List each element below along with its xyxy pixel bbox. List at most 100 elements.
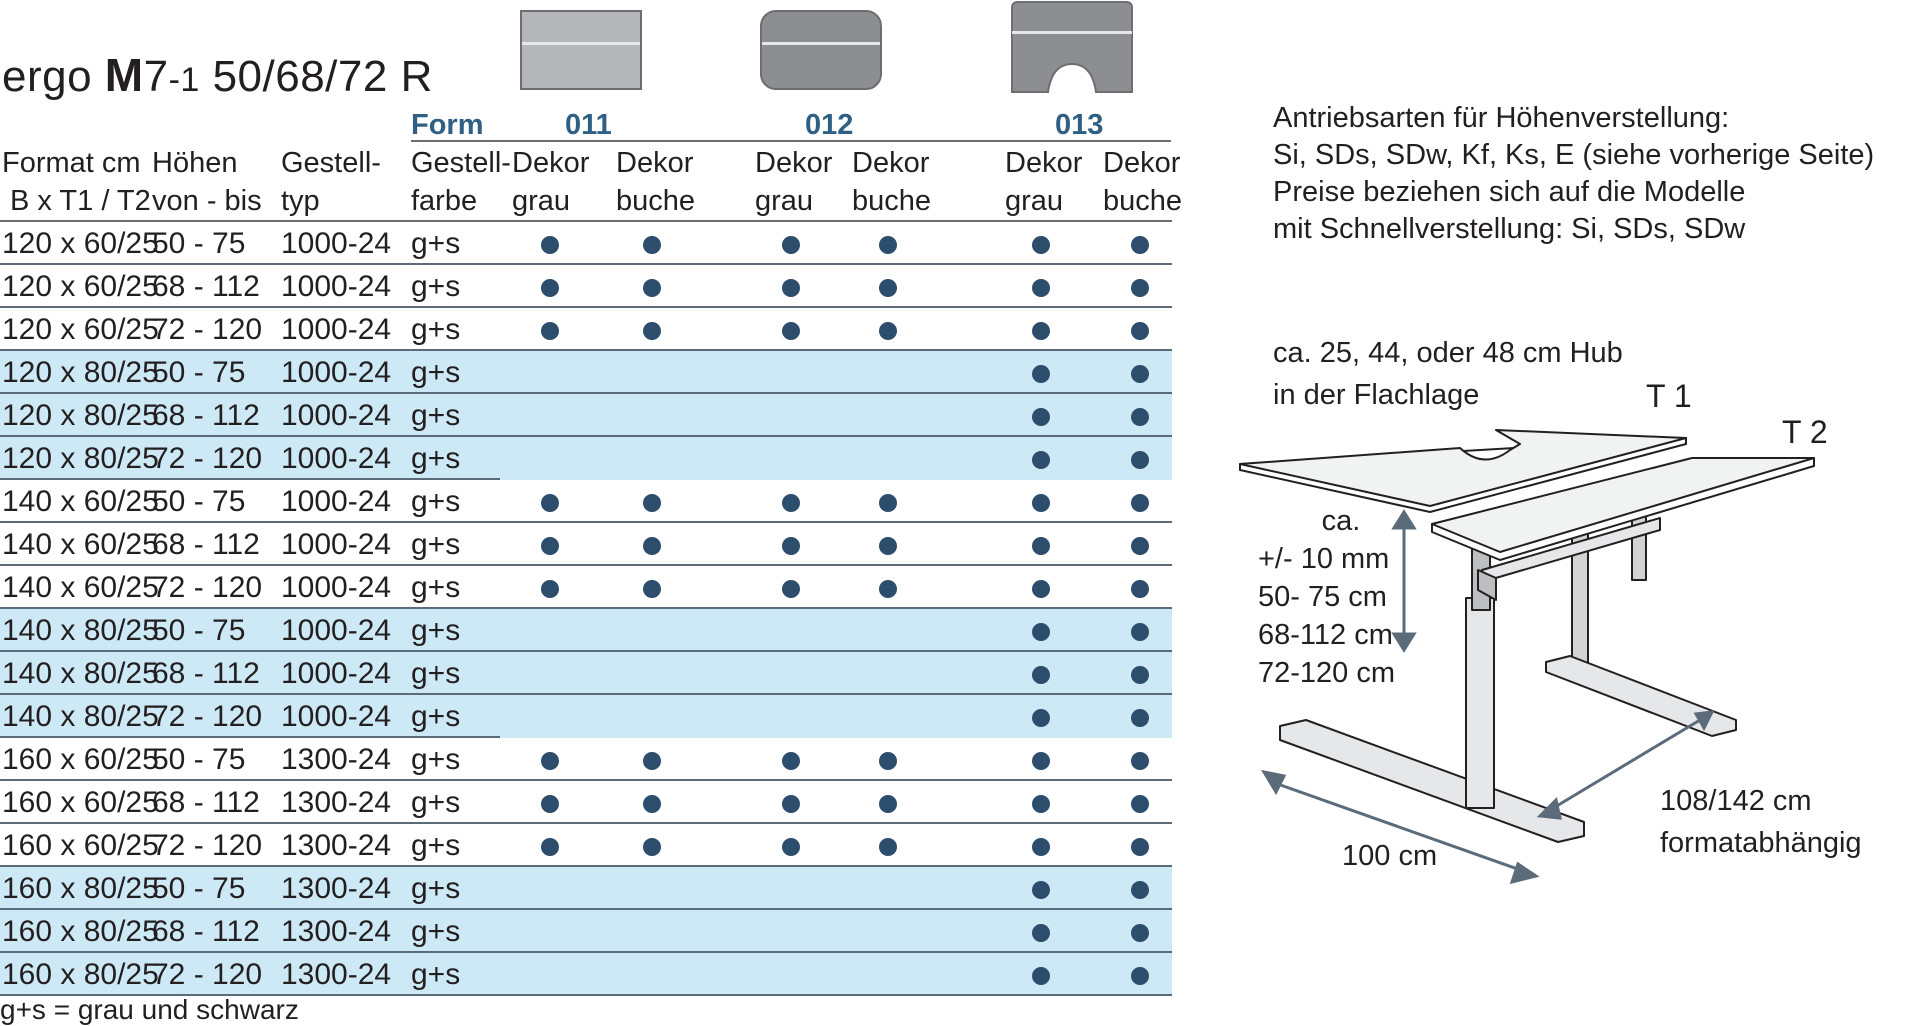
form-012-shape-icon: [760, 10, 882, 90]
available-dot-icon: [879, 236, 897, 254]
available-dot-icon: [1131, 881, 1149, 899]
cell-gestelltyp: 1000-24: [281, 700, 392, 733]
available-dot-icon: [879, 279, 897, 297]
cell-hoehen: 72 - 120: [152, 700, 263, 733]
row-background: [0, 609, 1172, 652]
cell-gestellfarbe: g+s: [411, 227, 461, 260]
available-dot-icon: [782, 752, 800, 770]
row-background: [0, 652, 1172, 695]
cell-format: 160 x 60/25: [2, 743, 159, 776]
col-dekor-header: Dekor grau: [1005, 147, 1083, 217]
cell-hoehen: 68 - 112: [152, 786, 260, 819]
available-dot-icon: [1131, 709, 1149, 727]
cell-hoehen: 50 - 75: [152, 485, 246, 518]
available-dot-icon: [541, 322, 559, 340]
height-label: ca. +/- 10 mm 50- 75 cm 68-112 cm 72-120…: [1258, 505, 1396, 689]
cell-hoehen: 72 - 120: [152, 571, 263, 604]
row-rule: [0, 650, 1172, 652]
row-background: [0, 351, 1172, 394]
available-dot-icon: [643, 752, 661, 770]
form-code-011: 011: [565, 109, 612, 141]
available-dot-icon: [643, 322, 661, 340]
row-rule: [0, 736, 500, 738]
available-dot-icon: [1032, 838, 1050, 856]
col-dekor-header: Dekor grau: [755, 147, 833, 217]
hub-label: ca. 25, 44, oder 48 cm Hub in der Flachl…: [1273, 337, 1623, 411]
row-rule: [0, 908, 1172, 910]
row-background: [0, 695, 1172, 738]
row-background: [0, 437, 1172, 480]
cell-hoehen: 50 - 75: [152, 356, 246, 389]
available-dot-icon: [879, 322, 897, 340]
cell-hoehen: 50 - 75: [152, 227, 246, 260]
cell-gestellfarbe: g+s: [411, 313, 461, 346]
row-rule: [0, 994, 1172, 996]
cell-hoehen: 72 - 120: [152, 442, 263, 475]
available-dot-icon: [782, 279, 800, 297]
col-dekor-header: Dekor buche: [1103, 147, 1183, 217]
available-dot-icon: [1032, 623, 1050, 641]
available-dot-icon: [1032, 967, 1050, 985]
cell-gestelltyp: 1300-24: [281, 915, 392, 948]
row-rule: [0, 263, 1172, 265]
available-dot-icon: [1032, 881, 1050, 899]
available-dot-icon: [541, 236, 559, 254]
cell-format: 120 x 80/25: [2, 442, 159, 475]
available-dot-icon: [1131, 451, 1149, 469]
cell-gestellfarbe: g+s: [411, 528, 461, 561]
row-rule: [0, 779, 1172, 781]
t2-label: T 2: [1782, 414, 1828, 450]
cell-format: 120 x 80/25: [2, 399, 159, 432]
footnote: g+s = grau und schwarz: [0, 994, 299, 1025]
cell-format: 120 x 60/25: [2, 227, 159, 260]
cell-gestellfarbe: g+s: [411, 270, 461, 303]
available-dot-icon: [541, 838, 559, 856]
drive-info: Antriebsarten für Höhenverstellung: Si, …: [1273, 102, 1875, 245]
cell-format: 160 x 60/25: [2, 829, 159, 862]
width-label: 100 cm: [1342, 840, 1438, 872]
available-dot-icon: [541, 580, 559, 598]
available-dot-icon: [1131, 580, 1149, 598]
cell-gestelltyp: 1300-24: [281, 872, 392, 905]
cell-format: 120 x 60/25: [2, 313, 159, 346]
available-dot-icon: [643, 537, 661, 555]
cell-gestellfarbe: g+s: [411, 485, 461, 518]
cell-gestellfarbe: g+s: [411, 743, 461, 776]
cell-gestelltyp: 1000-24: [281, 528, 392, 561]
available-dot-icon: [1032, 236, 1050, 254]
available-dot-icon: [782, 236, 800, 254]
available-dot-icon: [1131, 666, 1149, 684]
cell-gestellfarbe: g+s: [411, 829, 461, 862]
available-dot-icon: [1032, 279, 1050, 297]
row-rule: [0, 478, 500, 480]
cell-hoehen: 68 - 112: [152, 915, 260, 948]
header-divider: [411, 140, 1171, 142]
available-dot-icon: [1131, 838, 1149, 856]
cell-gestelltyp: 1000-24: [281, 356, 392, 389]
available-dot-icon: [1131, 408, 1149, 426]
cell-gestelltyp: 1000-24: [281, 614, 392, 647]
available-dot-icon: [1032, 451, 1050, 469]
available-dot-icon: [879, 494, 897, 512]
available-dot-icon: [1032, 924, 1050, 942]
available-dot-icon: [782, 795, 800, 813]
available-dot-icon: [1032, 709, 1050, 727]
cell-gestelltyp: 1000-24: [281, 485, 392, 518]
cell-gestellfarbe: g+s: [411, 356, 461, 389]
row-rule: [0, 693, 1172, 695]
cell-format: 160 x 60/25: [2, 786, 159, 819]
cell-format: 160 x 80/25: [2, 958, 159, 991]
form-code-013: 013: [1055, 109, 1104, 141]
available-dot-icon: [643, 838, 661, 856]
available-dot-icon: [541, 752, 559, 770]
row-background: [0, 867, 1172, 910]
available-dot-icon: [643, 236, 661, 254]
available-dot-icon: [643, 580, 661, 598]
available-dot-icon: [879, 580, 897, 598]
cell-gestelltyp: 1000-24: [281, 227, 392, 260]
cell-format: 140 x 60/25: [2, 571, 159, 604]
form-header: Form: [411, 109, 484, 141]
cell-gestelltyp: 1000-24: [281, 442, 392, 475]
cell-gestelltyp: 1000-24: [281, 571, 392, 604]
available-dot-icon: [1131, 623, 1149, 641]
